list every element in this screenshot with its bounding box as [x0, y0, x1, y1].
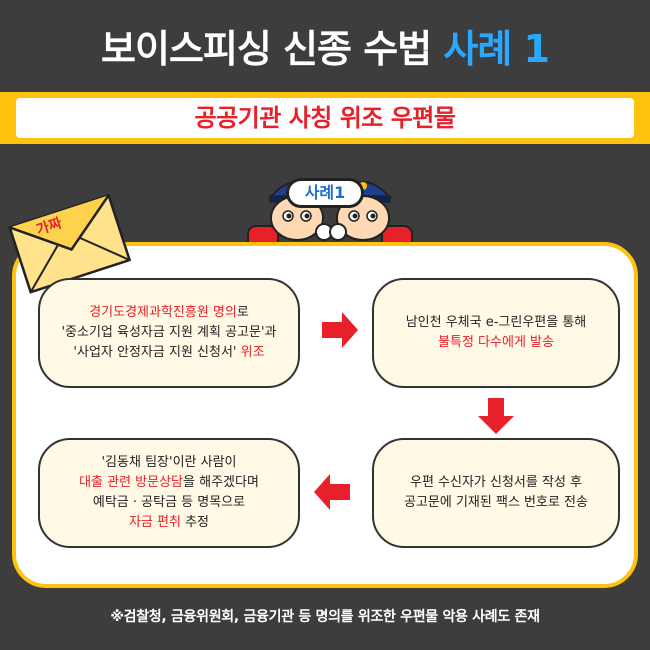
page-title: 보이스피싱 신종 수법 사례 1 [0, 18, 650, 73]
subtitle-banner: 공공기관 사칭 위조 우편물 [0, 92, 650, 144]
step-3-line2: 공고문에 기재된 팩스 번호로 전송 [404, 495, 588, 510]
step-1-line3-red: 위조 [236, 345, 265, 360]
step-4-text-2: 추정 [180, 515, 210, 530]
title-main: 보이스피싱 신종 수법 [101, 27, 432, 71]
arrow-down-icon [478, 398, 514, 434]
step-2-box: 남인천 우체국 e-그린우편을 통해 불특정 다수에게 발송 [372, 278, 620, 388]
step-3-box: 우편 수신자가 신청서를 작성 후 공고문에 기재된 팩스 번호로 전송 [372, 438, 620, 548]
step-2-line2: 불특정 다수에게 발송 [438, 335, 554, 350]
step-4-red-2: 자금 편취 [128, 515, 181, 530]
step-2-line1: 남인천 우체국 e-그린우편을 통해 [405, 315, 587, 330]
step-1-red: 경기도경제과학진흥원 명의 [89, 305, 237, 320]
banner-label: 공공기관 사칭 위조 우편물 [16, 98, 634, 138]
step-4-box: '김동채 팀장'이란 사람이 대출 관련 방문상담을 해주겠다며 예탁금 · 공… [38, 438, 300, 548]
arrow-right-icon [322, 312, 358, 348]
step-1-box: 경기도경제과학진흥원 명의로 '중소기업 육성자금 지원 계획 공고문'과 '사… [38, 278, 300, 388]
step-1-text: 로 [236, 305, 249, 320]
title-accent: 사례 1 [443, 27, 550, 71]
step-4-red: 대출 관련 방문상담 [79, 475, 184, 490]
step-1-line3: '사업자 안정자금 지원 신청서' [73, 345, 237, 360]
arrow-left-icon [314, 474, 350, 510]
step-1-line2: '중소기업 육성자금 지원 계획 공고문'과 [61, 325, 277, 340]
footnote: ※검찰청, 금융위원회, 금융기관 등 명의를 위조한 우편물 악용 사례도 존… [110, 609, 540, 625]
step-4-text: 을 해주겠다며 [183, 475, 259, 490]
step-3-line1: 우편 수신자가 신청서를 작성 후 [409, 475, 582, 490]
envelope-icon [8, 193, 132, 294]
step-4-line1: '김동채 팀장'이란 사람이 [101, 455, 237, 470]
step-4-line3: 예탁금 · 공탁금 등 명목으로 [92, 495, 246, 510]
case-badge: 사례1 [286, 178, 364, 208]
